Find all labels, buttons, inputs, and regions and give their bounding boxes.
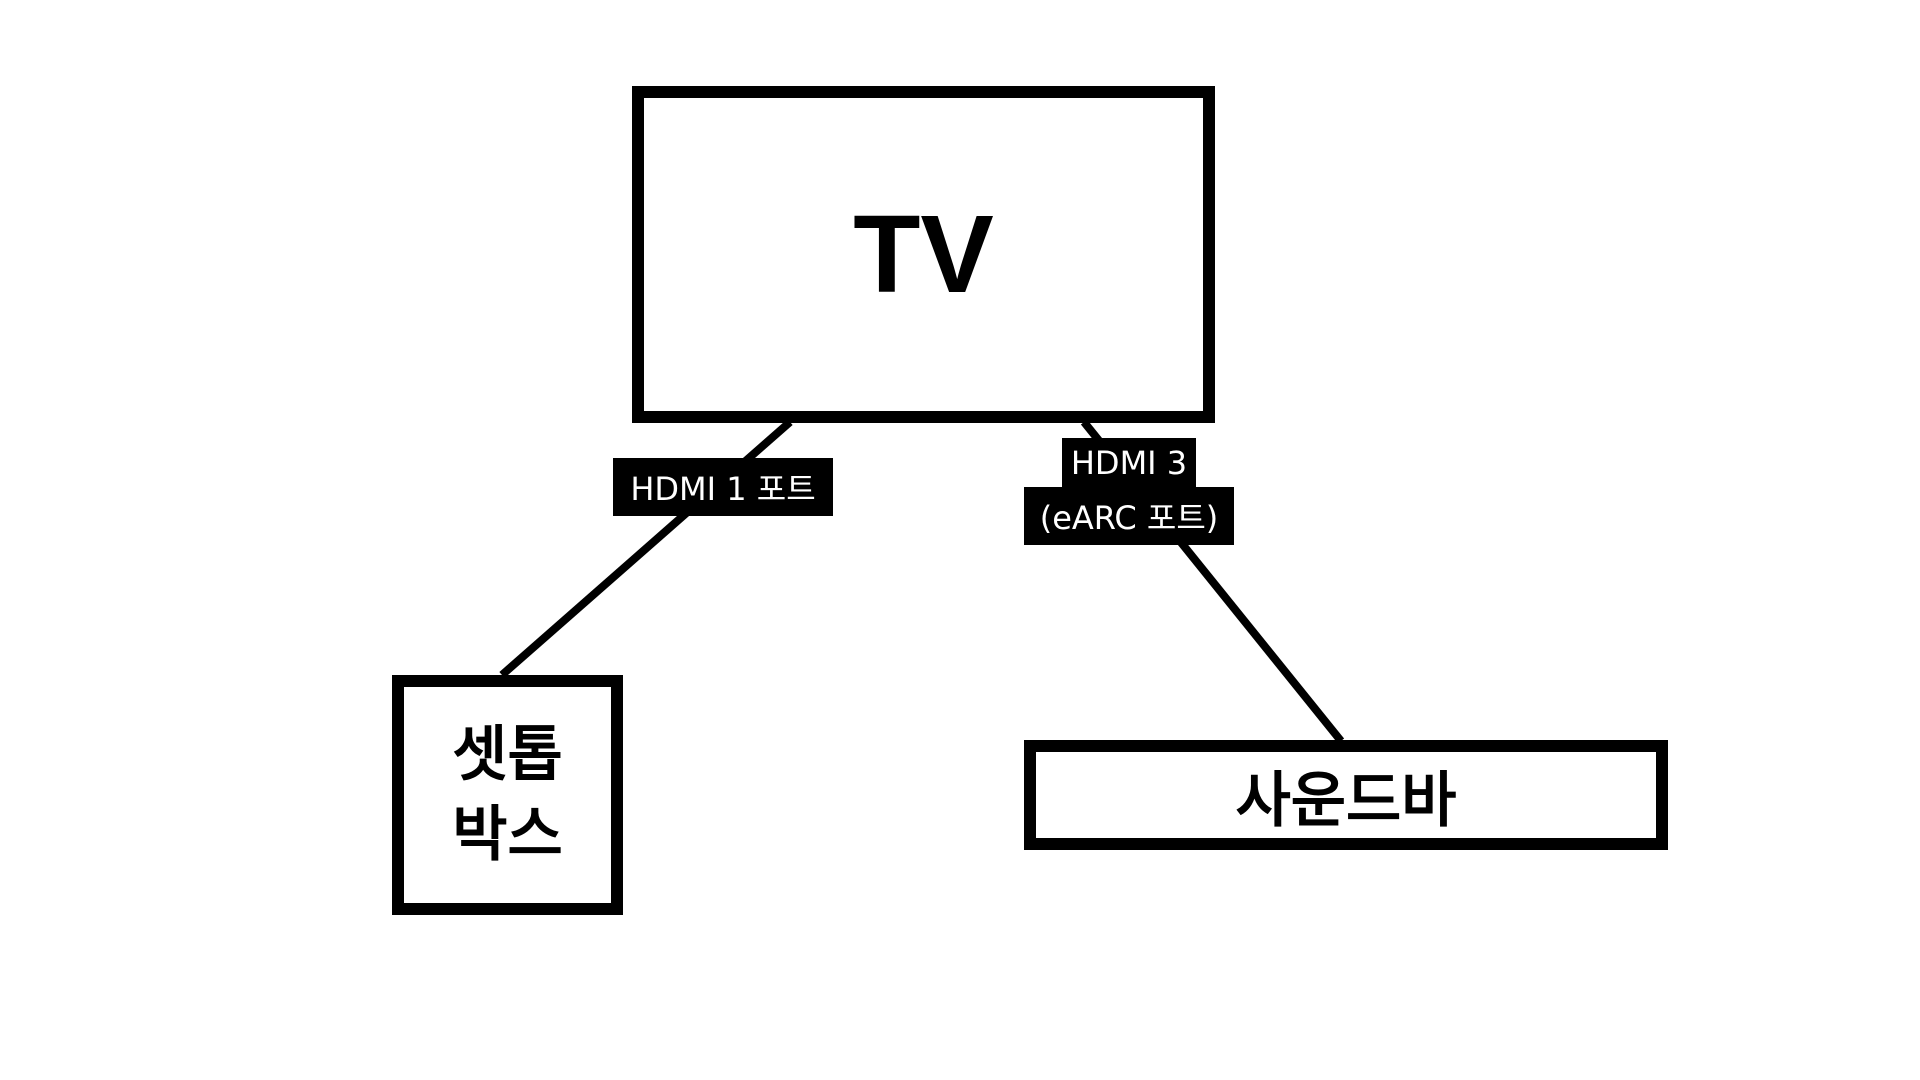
hdmi3-port-label-line2: (eARC 포트): [1024, 487, 1234, 545]
tv-label: TV: [853, 193, 994, 316]
settop-box: 셋톱 박스: [392, 675, 623, 915]
settop-label-line2: 박스: [452, 800, 563, 870]
hdmi1-port-label: HDMI 1 포트: [613, 458, 833, 516]
tv-box: TV: [632, 86, 1215, 423]
settop-label-line1: 셋톱: [452, 720, 563, 790]
soundbar-box: 사운드바: [1024, 740, 1668, 850]
hdmi3-port-label-line1: HDMI 3: [1062, 438, 1196, 488]
soundbar-label: 사운드바: [1235, 765, 1457, 836]
